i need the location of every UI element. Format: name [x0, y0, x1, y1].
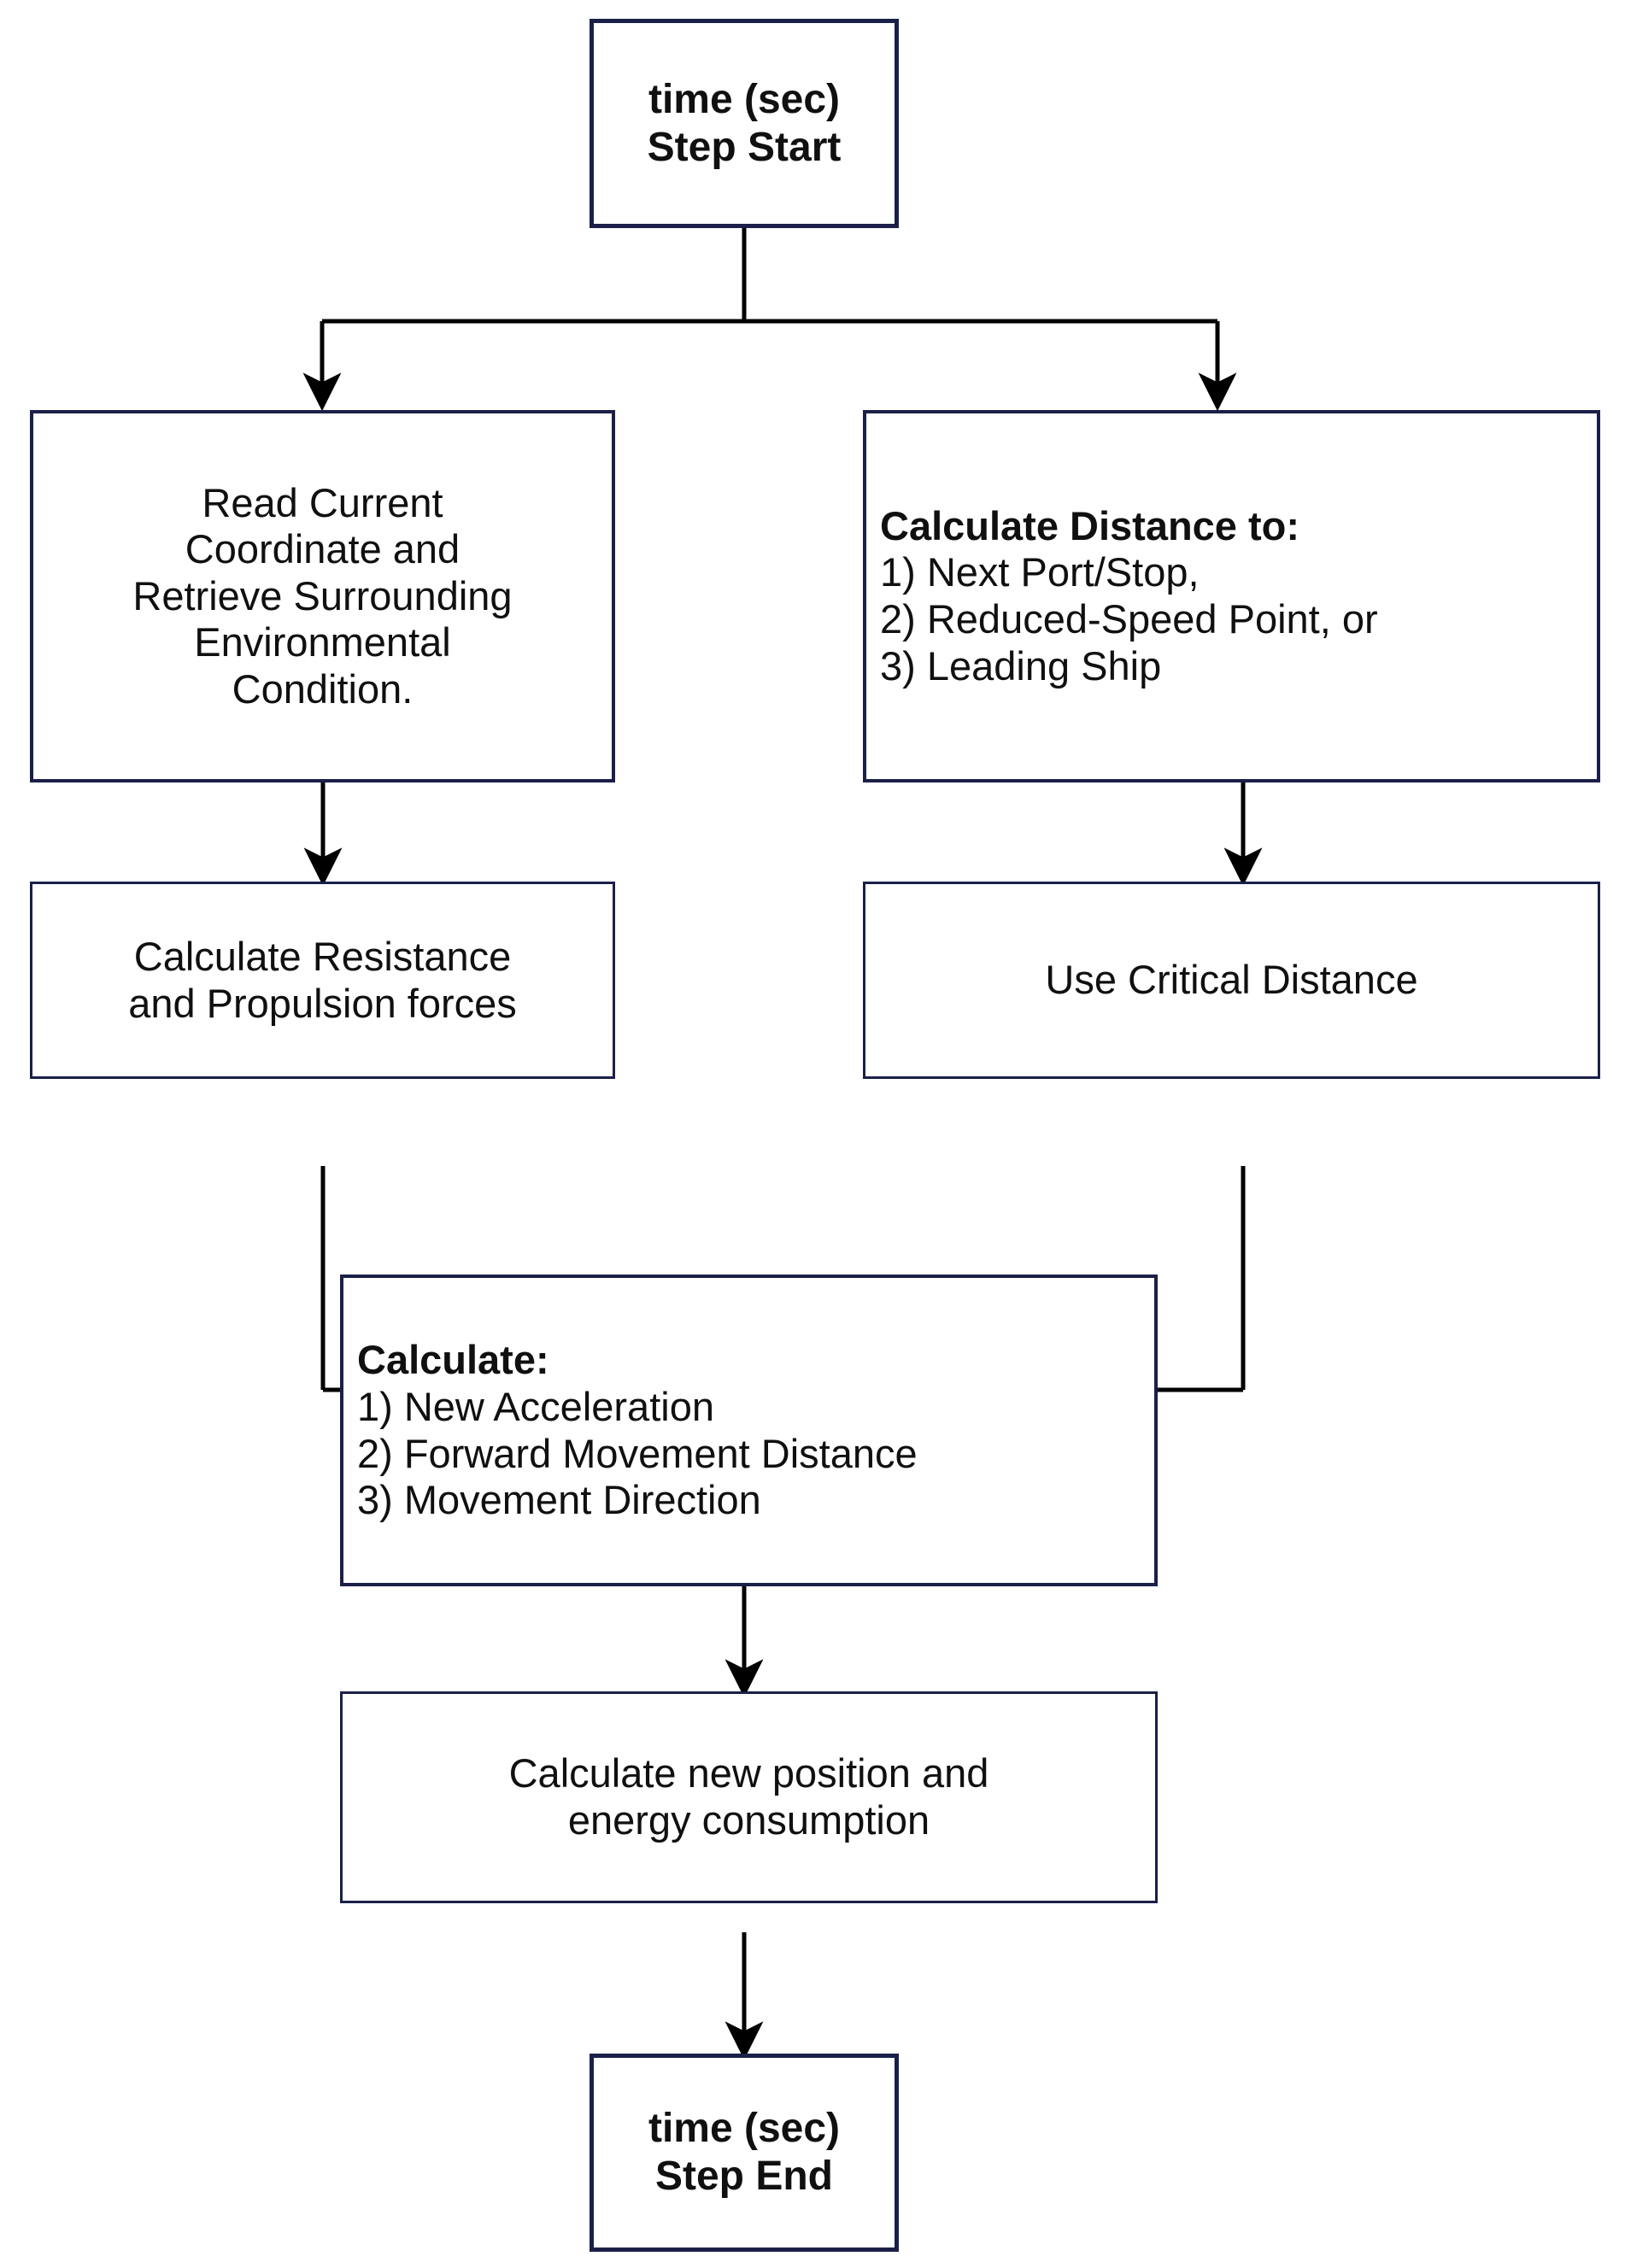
calculate-motion-item-1: 1) New Acceleration	[357, 1383, 714, 1429]
new-position-line-2: energy consumption	[567, 1797, 930, 1843]
calculate-distance-heading: Calculate Distance to:	[880, 502, 1300, 548]
step-end-line-2: Step End	[654, 2154, 833, 2199]
calculate-motion-heading: Calculate:	[357, 1337, 549, 1383]
connector-start-to-split	[302, 226, 1237, 412]
critical-distance-line-1: Use Critical Distance	[1045, 957, 1418, 1003]
step-start-line-1: time (sec)	[648, 76, 841, 122]
step-start-line-2: Step Start	[647, 124, 842, 170]
read-env-line-1: Read Current	[202, 479, 443, 525]
read-env-line-5: Condition.	[232, 665, 414, 712]
read-env-line-3: Retrieve Surrounding	[132, 572, 513, 618]
resistance-line-2: and Propulsion forces	[128, 980, 517, 1026]
node-step-end[interactable]: time (sec) Step End	[590, 2054, 899, 2252]
step-end-line-1: time (sec)	[648, 2106, 841, 2152]
new-position-line-1: Calculate new position and	[508, 1750, 989, 1796]
calculate-distance-item-2: 2) Reduced-Speed Point, or	[880, 596, 1378, 642]
calculate-distance-item-3: 3) Leading Ship	[880, 642, 1162, 689]
node-calculate-new-position[interactable]: Calculate new position and energy consum…	[340, 1691, 1158, 1903]
calculate-distance-item-1: 1) Next Port/Stop,	[880, 549, 1200, 595]
resistance-line-1: Calculate Resistance	[133, 933, 512, 979]
node-calculate-resistance-propulsion[interactable]: Calculate Resistance and Propulsion forc…	[30, 882, 615, 1079]
node-calculate-distance[interactable]: Calculate Distance to: 1) Next Port/Stop…	[863, 410, 1600, 782]
node-calculate-motion[interactable]: Calculate: 1) New Acceleration 2) Forwar…	[340, 1275, 1158, 1586]
node-use-critical-distance[interactable]: Use Critical Distance	[863, 882, 1600, 1079]
node-step-start[interactable]: time (sec) Step Start	[590, 19, 899, 228]
read-env-line-2: Coordinate and	[185, 526, 461, 572]
calculate-motion-item-3: 3) Movement Direction	[357, 1477, 761, 1523]
calculate-motion-item-2: 2) Forward Movement Distance	[357, 1430, 918, 1476]
read-env-line-4: Environmental	[194, 619, 451, 665]
node-read-current-coordinate[interactable]: Read Current Coordinate and Retrieve Sur…	[30, 410, 615, 782]
